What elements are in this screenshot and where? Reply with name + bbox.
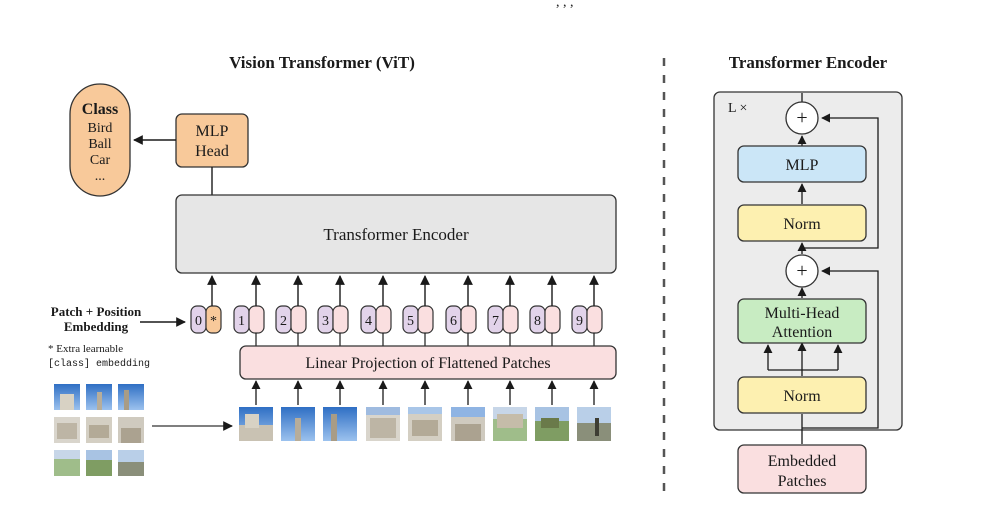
patch-token: 2 (275, 275, 307, 346)
patch-image (323, 407, 357, 441)
patch-token: 4 (360, 275, 392, 346)
patch-image (408, 407, 442, 441)
class-item-ball: Ball (88, 137, 111, 152)
class-token: 0 * (190, 305, 222, 334)
svg-text:+: + (796, 260, 807, 282)
token-index: 8 (534, 314, 541, 329)
svg-text:+: + (796, 107, 807, 129)
patch-image (451, 407, 485, 441)
svg-text:Norm: Norm (783, 388, 821, 405)
class-item-ellipsis: ... (95, 169, 106, 184)
norm-box-bottom: Norm (737, 376, 867, 414)
patch-input-arrows (251, 380, 599, 405)
norm-box-top: Norm (737, 204, 867, 242)
token-index: 3 (322, 314, 329, 329)
token-index: 7 (492, 314, 499, 329)
patch-image (535, 407, 569, 441)
flattened-patch-row (239, 407, 611, 441)
patch-image (239, 407, 273, 441)
linear-projection-box: Linear Projection of Flattened Patches (239, 345, 617, 380)
encoder-flow-lines (763, 93, 879, 444)
residual-add-top: + (785, 101, 819, 135)
patch-token: 3 (317, 275, 349, 346)
source-image-grid (54, 384, 144, 476)
class-item-bird: Bird (88, 121, 113, 136)
mlp-head-line1: MLP (196, 123, 229, 140)
class-token-star: * (210, 314, 217, 329)
patch-token: 7 (487, 275, 519, 346)
residual-add-bottom: + (785, 254, 819, 288)
mlp-head-box: MLP Head (175, 113, 249, 168)
patch-image (281, 407, 315, 441)
multi-head-attention-box: Multi-Head Attention (737, 298, 867, 344)
class-item-car: Car (90, 153, 111, 168)
token-index: 5 (407, 314, 414, 329)
patch-image (493, 407, 527, 441)
extra-note-1: * Extra learnable (48, 343, 123, 355)
mlp-box: MLP (737, 145, 867, 183)
patch-token: 9 (571, 275, 603, 346)
header-fragment: , , , (556, 0, 574, 10)
patch-position-label-1: Patch + Position (51, 304, 142, 319)
vit-title: Vision Transformer (ViT) (229, 53, 415, 72)
patch-token: 5 (402, 275, 434, 346)
token-index: 1 (238, 314, 245, 329)
mlp-head-line2: Head (195, 143, 229, 160)
patch-position-label-2: Embedding (64, 319, 129, 334)
patch-image (577, 407, 611, 441)
class-token-index: 0 (195, 314, 202, 329)
svg-text:Embedded: Embedded (768, 453, 836, 470)
token-index: 9 (576, 314, 583, 329)
class-output-box: Class Bird Ball Car ... (69, 83, 131, 197)
token-index: 6 (450, 314, 457, 329)
extra-note-2: [class] embedding (48, 358, 150, 370)
svg-text:MLP: MLP (786, 157, 819, 174)
patch-token-row: 1 2 3 4 5 (233, 275, 603, 346)
token-index: 2 (280, 314, 287, 329)
class-title: Class (82, 101, 118, 118)
patch-image (366, 407, 400, 441)
svg-text:Multi-Head: Multi-Head (765, 305, 840, 322)
linear-projection-label: Linear Projection of Flattened Patches (305, 355, 550, 372)
patch-token: 6 (445, 275, 477, 346)
layer-repeat-label: L × (728, 101, 747, 116)
svg-text:Norm: Norm (783, 216, 821, 233)
embedded-patches-box: Embedded Patches (737, 444, 867, 494)
transformer-encoder-box: Transformer Encoder (175, 194, 617, 274)
token-index: 4 (365, 314, 372, 329)
patch-token: 8 (529, 275, 561, 346)
encoder-detail-title: Transformer Encoder (729, 53, 888, 72)
svg-text:Attention: Attention (772, 324, 832, 341)
svg-text:Patches: Patches (778, 473, 827, 490)
patch-token: 1 (233, 275, 265, 346)
transformer-encoder-label: Transformer Encoder (323, 225, 469, 244)
